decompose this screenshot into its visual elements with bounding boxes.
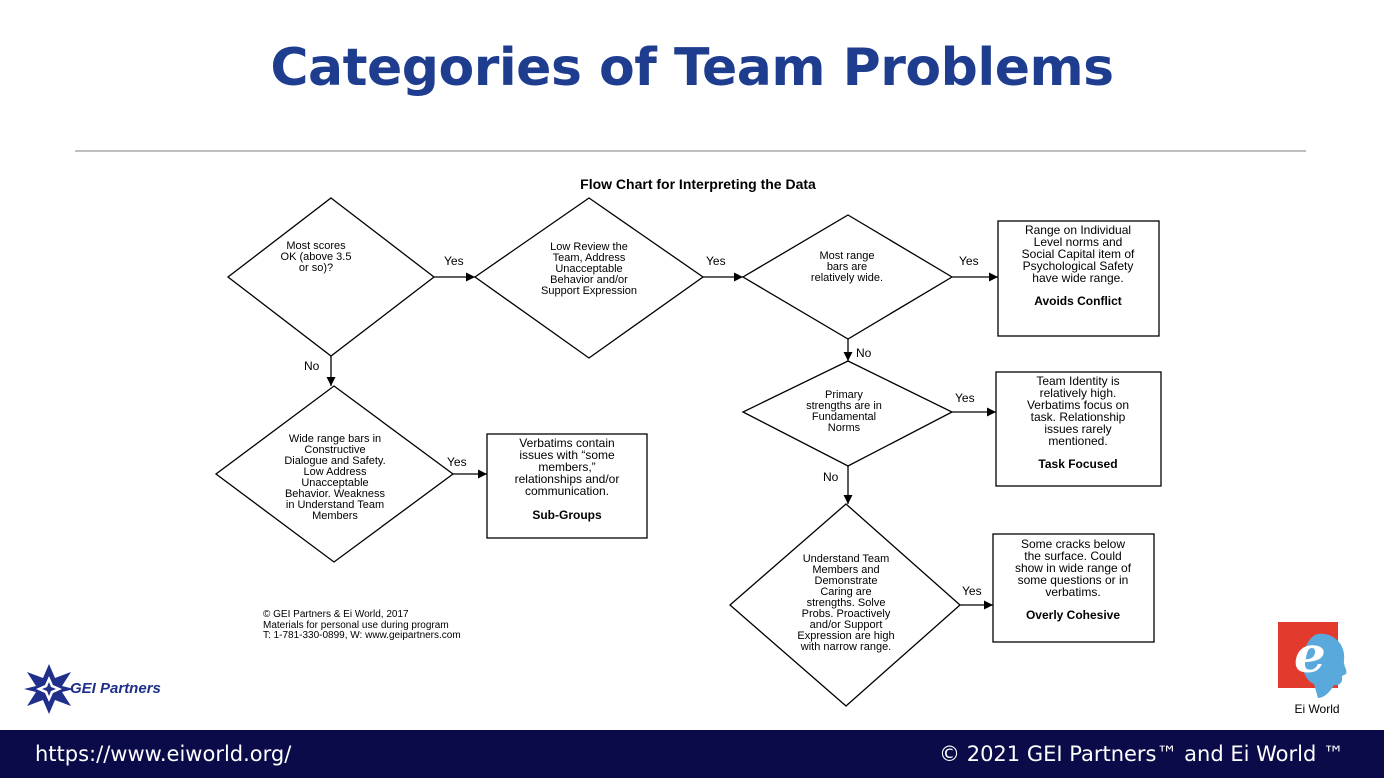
outcome-category-label: Sub-Groups [532, 508, 602, 522]
decision-label-line: Support Expression [541, 285, 637, 297]
outcome-category-label: Overly Cohesive [1026, 608, 1120, 622]
gei-partners-logo-text: GEI Partners [70, 680, 161, 697]
decision-label-line: strengths are in [806, 400, 882, 412]
flowchart-title: Flow Chart for Interpreting the Data [580, 176, 816, 192]
decision-label-line: bars are [827, 261, 867, 273]
outcome-description-line: Verbatims focus on [1027, 398, 1129, 412]
copyright-line: © GEI Partners & Ei World, 2017 [263, 609, 409, 620]
decision-label-line: Members [312, 510, 358, 522]
edge-label-yes: Yes [959, 254, 979, 268]
title-divider [75, 150, 1306, 152]
outcome-description-line: members,” [538, 460, 595, 474]
outcome-description-line: Verbatims contain [519, 436, 614, 450]
decision-label-line: Norms [828, 422, 861, 434]
outcome-box-overly-cohesive [992, 533, 1155, 643]
outcome-description-line: issues rarely [1044, 422, 1111, 436]
outcome-description-line: Some cracks below [1021, 537, 1125, 551]
outcome-category-label: Task Focused [1038, 457, 1117, 471]
outcome-description-line: Team Identity is [1036, 374, 1119, 388]
decision-label-line: Members and [812, 564, 879, 576]
decision-label-line: in Understand Team [286, 499, 384, 511]
outcome-description-line: relationships and/or [515, 472, 620, 486]
edge-label-yes: Yes [444, 254, 464, 268]
decision-label-line: Unacceptable [301, 477, 368, 489]
outcome-description-line: task. Relationship [1031, 410, 1126, 424]
outcome-description-line: some questions or in [1018, 573, 1129, 587]
decision-label-line: Expression are high [797, 630, 894, 642]
outcome-box-avoids-conflict [997, 220, 1160, 337]
outcome-description-line: relatively high. [1040, 386, 1117, 400]
edge-label-yes: Yes [962, 584, 982, 598]
copyright-line: Materials for personal use during progra… [263, 619, 449, 631]
outcome-description-line: Range on Individual [1025, 223, 1131, 237]
outcome-category-label: Avoids Conflict [1034, 294, 1122, 308]
edge-label-yes: Yes [955, 391, 975, 405]
decision-label-line: Constructive [304, 444, 365, 456]
decision-label-line: Team, Address [553, 252, 626, 264]
outcome-description-line: show in wide range of [1015, 561, 1132, 575]
decision-label-line: Most scores [286, 240, 346, 252]
decision-label-line: Dialogue and Safety. [284, 455, 385, 467]
outcome-description-line: have wide range. [1032, 271, 1123, 285]
edge-label-yes: Yes [447, 455, 467, 469]
outcome-description-line: issues with “some [519, 448, 615, 462]
decision-label-line: Caring are [820, 586, 871, 598]
decision-label-line: and/or Support [810, 619, 883, 631]
flowchart: Flow Chart for Interpreting the Data Yes… [214, 176, 1162, 707]
decision-label-line: OK (above 3.5 [281, 251, 352, 263]
edge-label-no: No [856, 346, 872, 360]
decision-label-line: Probs. Proactively [802, 608, 891, 620]
outcome-box-sub-groups [486, 433, 648, 539]
outcome-description-line: verbatims. [1045, 585, 1100, 599]
decision-diamond-low-review [473, 197, 705, 359]
ei-world-logo-text: Ei World [1294, 702, 1340, 716]
outcome-description-line: Social Capital item of [1022, 247, 1135, 261]
outcome-description-line: Level norms and [1034, 235, 1123, 249]
decision-label-line: Demonstrate [815, 575, 878, 587]
outcome-description-line: the surface. Could [1024, 549, 1121, 563]
outcome-box-task-focused [995, 371, 1162, 487]
decision-diamond-wide-range [214, 385, 455, 563]
svg-text:e: e [1294, 625, 1326, 684]
decision-diamond-understand-team [729, 503, 961, 707]
decision-diamond-scores-ok [226, 197, 436, 357]
footer-url-link[interactable]: https://www.eiworld.org/ [35, 742, 292, 766]
decision-label-line: or so)? [299, 262, 333, 274]
ei-world-head-icon: e [1278, 622, 1347, 698]
decision-label-line: Primary [825, 389, 863, 401]
outcome-description-line: Psychological Safety [1023, 259, 1134, 273]
decision-label-line: Low Address [304, 466, 367, 478]
outcome-description-line: mentioned. [1048, 434, 1107, 448]
decision-label-line: relatively wide. [811, 272, 883, 284]
decision-label-line: Behavior. Weakness [285, 488, 386, 500]
gei-star-icon [24, 664, 74, 714]
edge-label-yes: Yes [706, 254, 726, 268]
footer-copyright: © 2021 GEI Partners™ and Ei World ™ [939, 742, 1344, 766]
decision-label-line: Behavior and/or [550, 274, 628, 286]
decision-label-line: Fundamental [812, 411, 876, 423]
decision-label-line: Unacceptable [555, 263, 622, 275]
decision-label-line: Wide range bars in [289, 433, 381, 445]
decision-label-line: Low Review the [550, 241, 628, 253]
edge-label-no: No [823, 470, 839, 484]
outcome-description-line: communication. [525, 484, 609, 498]
footer-bar: https://www.eiworld.org/ © 2021 GEI Part… [0, 730, 1384, 778]
slide-title: Categories of Team Problems [270, 38, 1114, 98]
flowchart-copyright: © GEI Partners & Ei World, 2017 Material… [263, 609, 461, 642]
decision-label-line: strengths. Solve [807, 597, 886, 609]
decision-label-line: with narrow range. [800, 641, 892, 653]
decision-label-line: Understand Team [803, 553, 890, 565]
copyright-line: T: 1-781-330-0899, W: www.geipartners.co… [263, 630, 461, 641]
decision-label-line: Most range [819, 250, 874, 262]
edge-label-no: No [304, 359, 320, 373]
